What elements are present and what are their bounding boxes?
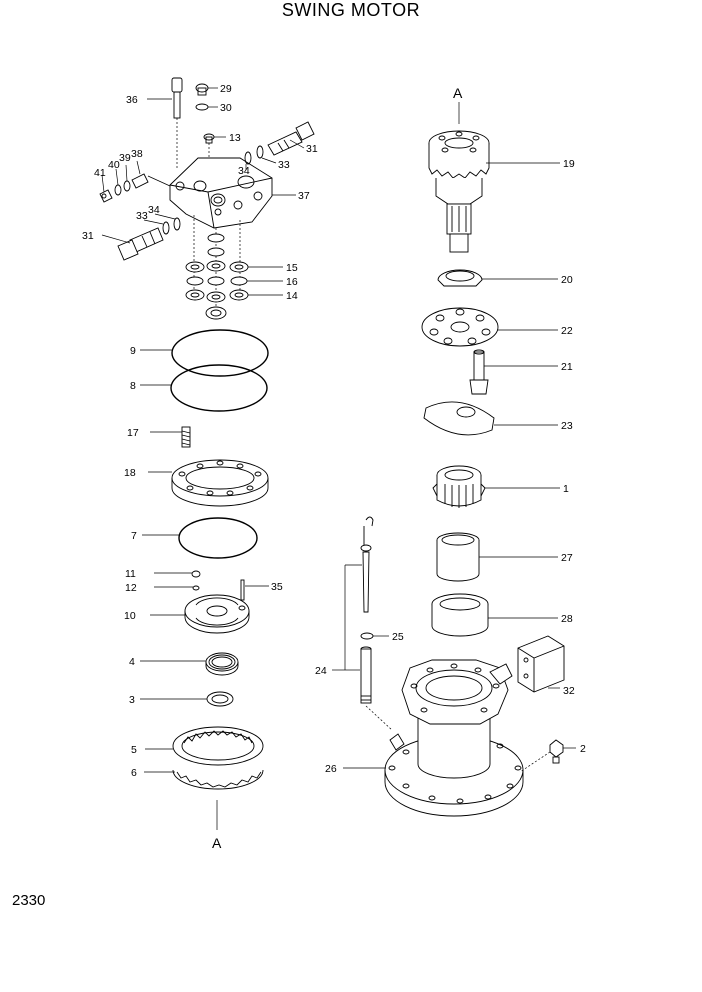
view-marker-a-bottom: A <box>212 835 222 851</box>
callout-33-lower: 33 <box>136 210 148 222</box>
valve-plate-part-10 <box>150 594 250 634</box>
callout-34-upper: 34 <box>238 165 250 177</box>
callout-30: 30 <box>220 102 232 114</box>
callout-10: 10 <box>124 610 136 622</box>
oring-part-8 <box>170 364 268 412</box>
guide-part-21 <box>469 349 558 395</box>
callout-24: 24 <box>315 665 327 677</box>
oring-part-34-lower <box>173 217 181 231</box>
gear-part-1 <box>432 465 560 508</box>
callout-7: 7 <box>131 530 137 542</box>
ring-part-3 <box>140 691 234 707</box>
callout-6: 6 <box>131 767 137 779</box>
oring-part-7 <box>178 517 258 559</box>
washer-stack-14-16 <box>185 233 283 320</box>
brake-piston-part-18 <box>148 459 269 507</box>
valve-housing-part-37 <box>169 157 296 229</box>
nameplate-part-32 <box>517 635 565 693</box>
oring-part-33-lower <box>162 221 170 235</box>
callout-28: 28 <box>561 613 573 625</box>
cylinder-part-19 <box>428 130 560 253</box>
callout-35: 35 <box>271 581 283 593</box>
dipstick-part-24 <box>332 516 374 671</box>
bushing-part-27 <box>436 532 558 582</box>
plug-part-2 <box>519 739 576 773</box>
callout-8: 8 <box>130 380 136 392</box>
swash-plate-part-23 <box>423 401 558 436</box>
plate-part-6 <box>144 769 264 830</box>
callout-31-lower: 31 <box>82 230 94 242</box>
callout-17: 17 <box>127 427 139 439</box>
callout-18: 18 <box>124 467 136 479</box>
casing-part-26 <box>343 659 524 817</box>
retainer-part-20 <box>437 269 558 287</box>
callout-3: 3 <box>129 694 135 706</box>
callout-36: 36 <box>126 94 138 106</box>
page-title: SWING MOTOR <box>281 0 421 20</box>
ring-part-12 <box>192 585 200 591</box>
plate-part-5 <box>145 726 264 766</box>
bearing-part-28 <box>431 593 558 637</box>
callout-21: 21 <box>561 361 573 373</box>
callout-16: 16 <box>286 276 298 288</box>
callout-9: 9 <box>130 345 136 357</box>
spool-part-31-upper <box>267 121 315 156</box>
callout-23: 23 <box>561 420 573 432</box>
callout-20: 20 <box>561 274 573 286</box>
callout-31-upper: 31 <box>306 143 318 155</box>
level-pipe <box>360 646 393 731</box>
callout-32: 32 <box>563 685 575 697</box>
check-parts-38-41 <box>99 160 171 203</box>
oring-part-33-upper <box>256 145 264 159</box>
bolt-part-36 <box>147 77 183 168</box>
callout-29: 29 <box>220 83 232 95</box>
callout-33-upper: 33 <box>278 159 290 171</box>
callout-39: 39 <box>119 152 131 164</box>
plug-part-13 <box>203 133 226 160</box>
callout-37: 37 <box>298 190 310 202</box>
callout-13: 13 <box>229 132 241 144</box>
callout-40: 40 <box>108 159 120 171</box>
oring-part-30 <box>195 103 218 111</box>
callout-2: 2 <box>580 743 586 755</box>
callout-12: 12 <box>125 582 137 594</box>
callout-19: 19 <box>563 158 575 170</box>
callout-11: 11 <box>125 568 136 580</box>
oring-part-9 <box>171 329 269 377</box>
spring-part-17 <box>150 426 191 448</box>
callout-5: 5 <box>131 744 137 756</box>
view-marker-a-top: A <box>453 85 463 101</box>
bearing-part-4 <box>140 652 239 676</box>
callout-22: 22 <box>561 325 573 337</box>
callout-25: 25 <box>392 631 404 643</box>
pin-part-35 <box>240 579 245 601</box>
plug-part-29 <box>195 83 218 96</box>
page-number: 2330 <box>12 892 46 909</box>
plate-part-22 <box>421 307 558 347</box>
callout-41: 41 <box>94 167 106 179</box>
callout-14: 14 <box>286 290 298 302</box>
callout-26: 26 <box>325 763 337 775</box>
callout-27: 27 <box>561 552 573 564</box>
callout-4: 4 <box>129 656 135 668</box>
callout-34-lower: 34 <box>148 204 160 216</box>
callout-15: 15 <box>286 262 298 274</box>
callout-38: 38 <box>131 148 143 160</box>
oring-part-25 <box>360 632 374 640</box>
spool-part-31-lower <box>101 227 164 261</box>
callout-1: 1 <box>563 483 569 495</box>
oring-part-34-upper <box>244 151 252 165</box>
ball-part-11 <box>191 570 201 578</box>
